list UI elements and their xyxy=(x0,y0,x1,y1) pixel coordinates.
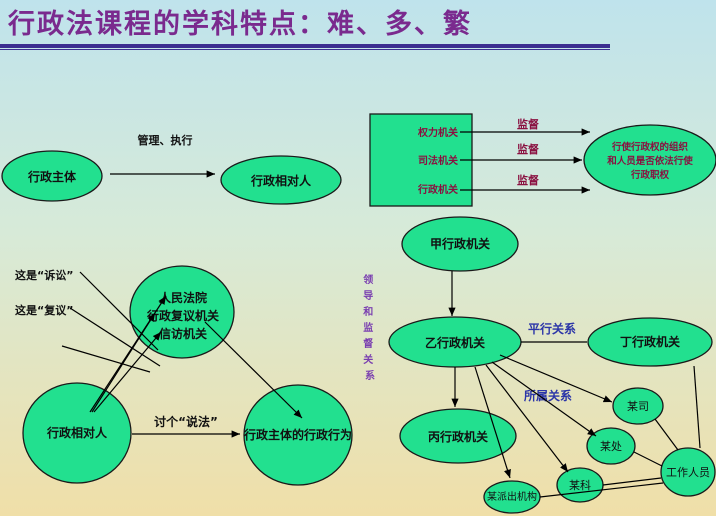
organ-power: 权力机关 xyxy=(417,126,458,139)
organ-judicial: 司法机关 xyxy=(418,154,458,167)
arrow-to-review xyxy=(91,312,156,413)
node-supervision-target xyxy=(583,124,716,196)
label-subordinate: 所属关系 xyxy=(524,388,572,403)
node-agency-a xyxy=(401,216,519,272)
node-admin-counterpart xyxy=(220,155,342,205)
label-supervise-2: 监督 xyxy=(517,142,539,156)
node-admin-subject-label: 行政主体 xyxy=(27,169,77,184)
label-parallel: 平行关系 xyxy=(528,321,576,336)
node-chu xyxy=(586,427,636,465)
node-admin-act xyxy=(243,384,353,486)
title-underline xyxy=(0,44,610,48)
node-agency-a-label: 甲行政机关 xyxy=(430,236,490,251)
node-agency-c-label: 丙行政机关 xyxy=(428,429,488,444)
node-staff-label: 工作人员 xyxy=(666,466,710,479)
node-admin-subject xyxy=(1,150,103,202)
node-si-label: 某司 xyxy=(627,400,649,413)
title-underline-thin xyxy=(0,49,610,50)
node-agency-b-label: 乙行政机关 xyxy=(425,335,485,350)
pointer-lawsuit xyxy=(79,271,159,351)
label-manage-execute: 管理、执行 xyxy=(138,133,193,147)
node-agency-c xyxy=(399,408,517,464)
node-chu-label: 某处 xyxy=(600,440,622,453)
pointer-review xyxy=(69,307,161,367)
line-d-staff xyxy=(693,365,701,449)
label-say-fa: 讨个“说法” xyxy=(154,414,218,429)
node-counterpart-2-label: 行政相对人 xyxy=(46,425,108,440)
body-petition-organ: 信访机关 xyxy=(159,326,207,341)
node-admin-counterpart-label: 行政相对人 xyxy=(250,173,312,188)
arrow-bodies-to-act xyxy=(204,321,303,419)
arrow-b-to-si xyxy=(499,354,613,403)
line-si-staff xyxy=(654,418,679,451)
arrow-b-to-office xyxy=(474,366,511,479)
body-court: 人民法院 xyxy=(159,290,207,305)
node-counterpart-2 xyxy=(22,382,132,484)
target-line-3: 行政职权 xyxy=(630,169,670,181)
label-lead-supervise: 领 导 和 监 督 关 系 xyxy=(362,273,376,382)
line-chu-staff xyxy=(633,451,663,467)
node-staff xyxy=(660,447,716,497)
label-supervise-3: 监督 xyxy=(517,173,539,187)
line-ke-staff xyxy=(602,477,662,486)
node-admin-act-label: 行政主体的行政行为 xyxy=(243,427,352,442)
label-supervise-1: 监督 xyxy=(517,117,539,131)
line-office-staff xyxy=(539,482,664,498)
supervision-box xyxy=(369,113,473,207)
organ-administrative: 行政机关 xyxy=(417,183,458,196)
body-review-organ: 行政复议机关 xyxy=(146,308,219,323)
node-agency-d xyxy=(587,317,713,367)
node-si xyxy=(612,387,664,425)
page-title: 行政法课程的学科特点：难、多、繁 xyxy=(8,9,472,40)
node-branch-office-label: 某派出机构 xyxy=(487,490,537,503)
label-lawsuit: 这是“诉讼” xyxy=(15,268,73,282)
target-line-2: 和人员是否依法行使 xyxy=(606,155,693,167)
arrow-to-petition xyxy=(93,331,162,413)
node-agency-d-label: 丁行政机关 xyxy=(620,334,680,349)
pointer-petition xyxy=(61,345,151,373)
label-review: 这是“复议” xyxy=(15,303,73,317)
arrow-b-to-chu xyxy=(491,361,597,437)
target-line-1: 行使行政权的组织 xyxy=(611,141,689,153)
node-ke-label: 某科 xyxy=(569,478,591,492)
arrow-b-to-ke xyxy=(485,364,569,473)
